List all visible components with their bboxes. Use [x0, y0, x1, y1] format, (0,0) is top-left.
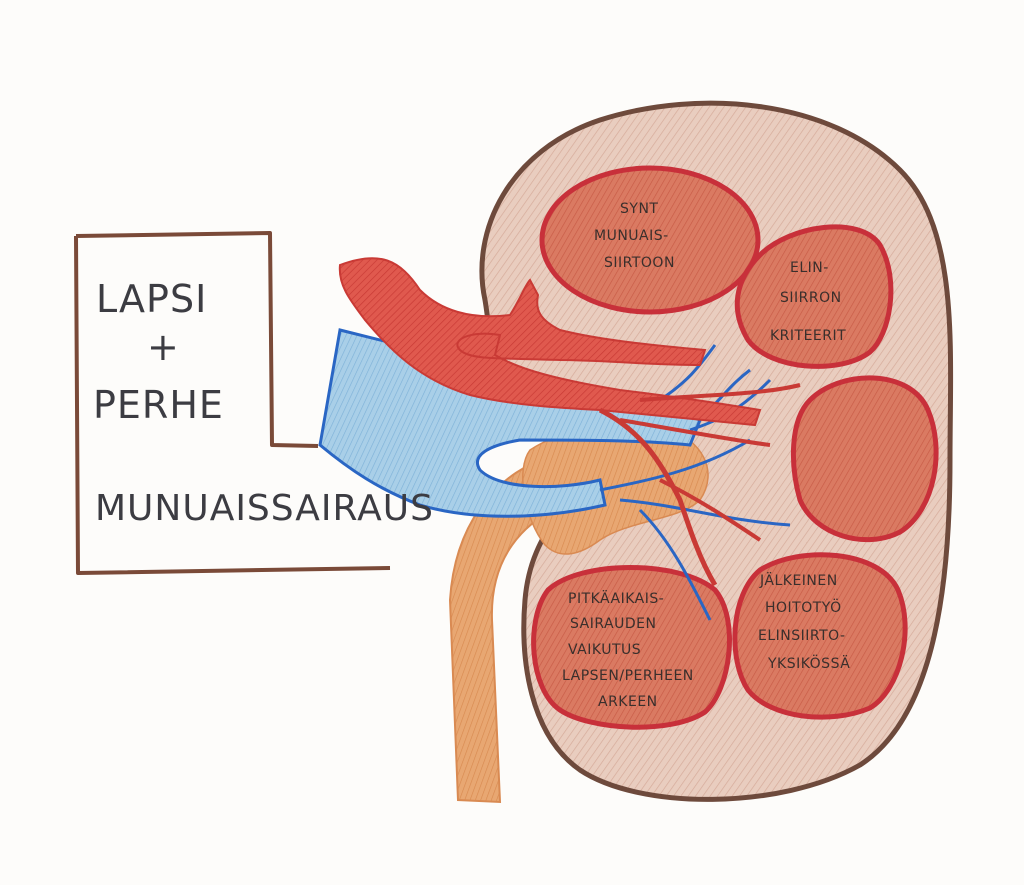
label-bottom-left-line3: VAIKUTUS [568, 642, 641, 658]
label-bottom-right: JÄLKEINEN HOITOTYÖ ELINSIIRTO- YKSIKÖSSÄ [758, 571, 850, 672]
label-top-left-line2: MUNUAIS- [594, 228, 669, 244]
label-bottom-left-line2: SAIRAUDEN [570, 616, 656, 632]
renal-artery [338, 257, 801, 587]
label-right-top: ELIN- SIIRRON KRITEERIT [770, 260, 846, 344]
label-right-top-line1: ELIN- [790, 260, 829, 276]
label-top-left-line1: SYNT [620, 201, 658, 217]
label-top-left-line3: SIIRTOON [604, 255, 675, 271]
label-bottom-left-line1: PITKÄAIKAIS- [568, 589, 664, 607]
region-bottom-right [732, 552, 908, 720]
label-bottom-right-line2: HOITOTYÖ [765, 598, 842, 616]
label-bottom-right-line1: JÄLKEINEN [759, 571, 838, 589]
region-bottom-left [531, 565, 732, 730]
label-bottom-left-line5: ARKEEN [598, 694, 658, 710]
family-box-line2: + [147, 325, 180, 369]
label-bottom-right-line4: YKSIKÖSSÄ [767, 654, 850, 672]
region-top-left [539, 165, 761, 315]
family-box-line3: PERHE [93, 383, 224, 427]
family-box-outline [74, 231, 391, 575]
label-top-left: SYNT MUNUAIS- SIIRTOON [594, 201, 675, 271]
label-right-top-line3: KRITEERIT [770, 328, 846, 344]
label-bottom-left-line4: LAPSEN/PERHEEN [562, 668, 694, 684]
label-bottom-left: PITKÄAIKAIS- SAIRAUDEN VAIKUTUS LAPSEN/P… [562, 589, 694, 710]
disease-label: MUNUAISSAIRAUS [95, 488, 434, 529]
label-right-top-line2: SIIRRON [780, 290, 842, 306]
region-right-middle [791, 375, 939, 543]
region-right-top [734, 224, 894, 369]
family-box-line1: LAPSI [96, 277, 207, 321]
label-bottom-right-line3: ELINSIIRTO- [758, 628, 846, 644]
